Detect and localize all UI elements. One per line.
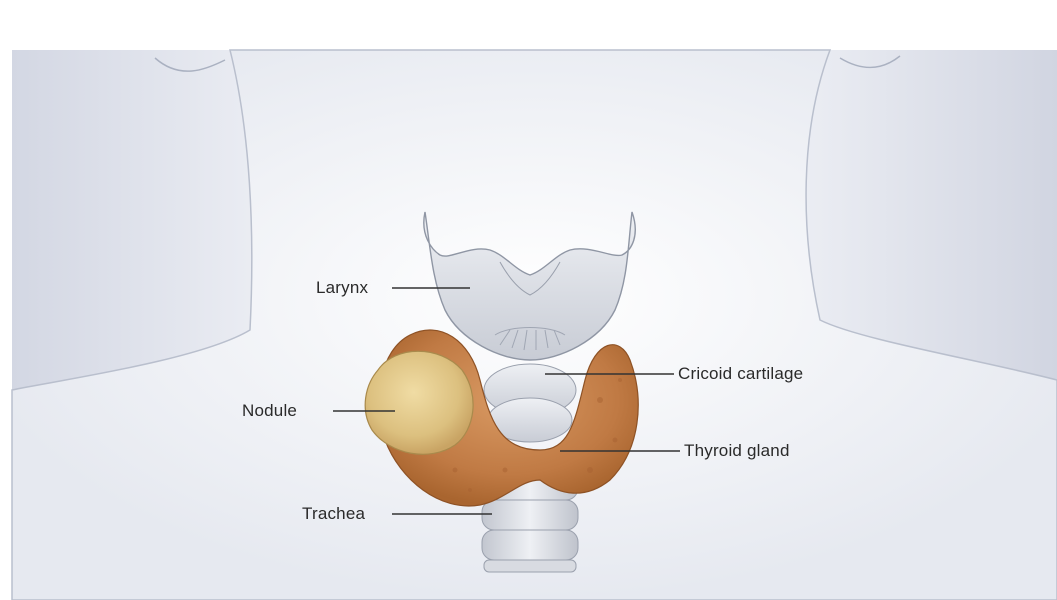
label-larynx: Larynx [316,278,368,298]
label-nodule: Nodule [242,401,297,421]
label-thyroid-gland: Thyroid gland [684,441,790,461]
label-cricoid-cartilage: Cricoid cartilage [678,364,803,384]
nodule [365,351,473,454]
label-trachea: Trachea [302,504,365,524]
